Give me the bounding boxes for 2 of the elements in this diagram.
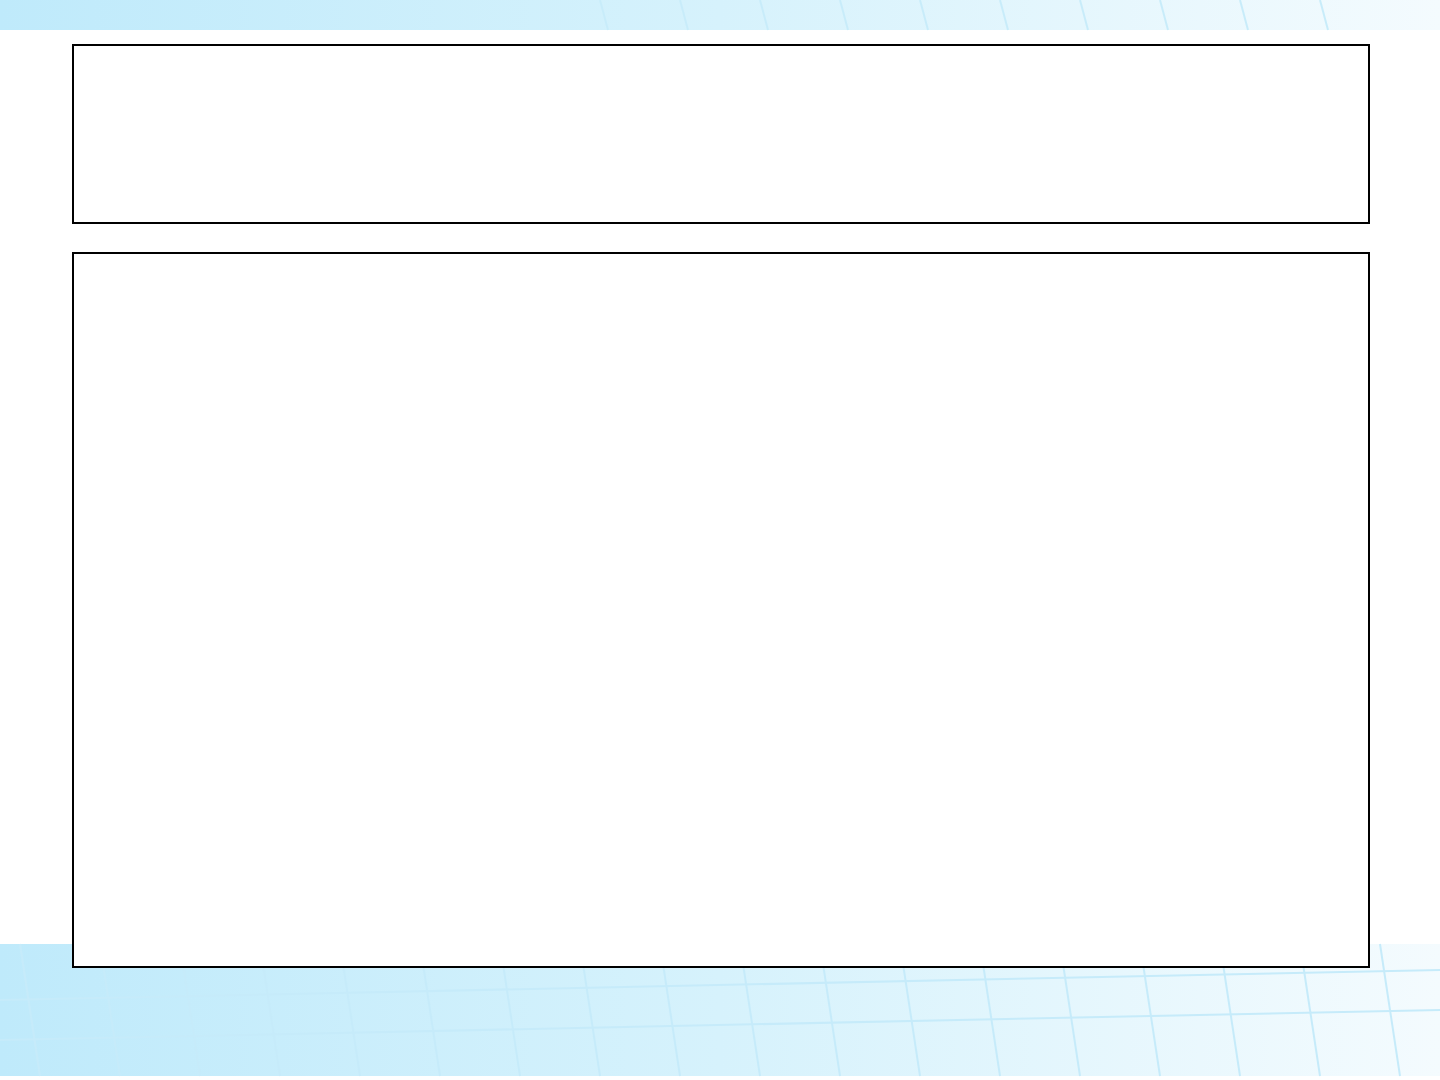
content-box — [72, 252, 1370, 968]
title-box — [72, 44, 1370, 224]
